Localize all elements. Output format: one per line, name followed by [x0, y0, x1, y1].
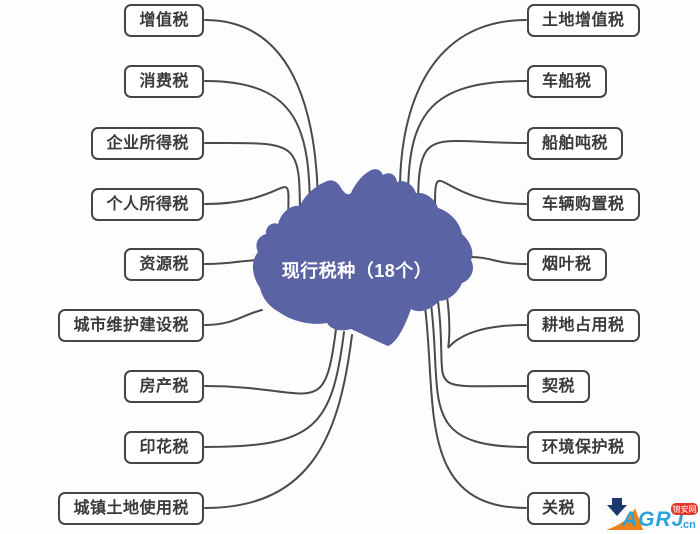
tax-node-right-4: 烟叶税: [527, 247, 607, 281]
connector-curves: [204, 19, 527, 509]
tax-node-left-6: 房产税: [124, 369, 204, 403]
tax-node-right-2: 船舶吨税: [527, 126, 624, 160]
center-topic-label: 现行税种（18个）: [281, 261, 433, 281]
watermark-sail-icon: [606, 508, 643, 530]
right-connector-line: [417, 139, 527, 209]
tax-node-right-0: 土地增值税: [527, 3, 640, 37]
right-connector-line: [437, 300, 527, 388]
right-connector-line: [446, 295, 527, 349]
tax-node-right-6: 契税: [527, 369, 591, 403]
left-connector-line: [204, 309, 263, 326]
right-connector-line: [430, 303, 527, 448]
left-connector-line: [204, 334, 353, 509]
tax-node-right-8: 关税: [527, 491, 591, 525]
tax-node-left-2: 企业所得税: [91, 126, 204, 160]
watermark-domain-text: .cn: [680, 519, 696, 531]
tax-node-left-7: 印花税: [124, 430, 204, 464]
right-connector-line: [469, 256, 527, 265]
left-connector-line: [204, 331, 345, 448]
tax-node-right-7: 环境保护税: [527, 430, 640, 464]
tax-node-left-4: 资源税: [124, 247, 204, 281]
left-connector-line: [204, 328, 337, 395]
tax-node-left-1: 消费税: [124, 64, 204, 98]
tax-node-right-1: 车船税: [527, 64, 607, 98]
watermark-arrow-icon: [607, 498, 627, 516]
right-connector-line: [407, 80, 527, 199]
tax-node-left-0: 增值税: [124, 3, 204, 37]
tax-node-left-5: 城市维护建设税: [58, 308, 204, 342]
center-topic-blob: [252, 169, 473, 346]
watermark-badge-text: 锦安网: [673, 504, 697, 514]
left-connector-line: [204, 141, 301, 224]
right-connector-line: [399, 19, 527, 191]
watermark-logo: AGRJ 锦安网 .cn: [606, 498, 698, 531]
tax-node-right-5: 耕地占用税: [527, 308, 640, 342]
tax-node-left-8: 城镇土地使用税: [58, 491, 204, 525]
left-connector-line: [204, 19, 319, 213]
right-connector-line: [424, 306, 527, 509]
right-connector-line: [433, 180, 527, 226]
tax-node-left-3: 个人所得税: [91, 187, 204, 221]
left-connector-line: [204, 80, 311, 217]
watermark-brand-text: AGRJ: [621, 508, 685, 531]
tax-node-right-3: 车辆购置税: [527, 187, 640, 221]
watermark-badge: [671, 503, 698, 515]
